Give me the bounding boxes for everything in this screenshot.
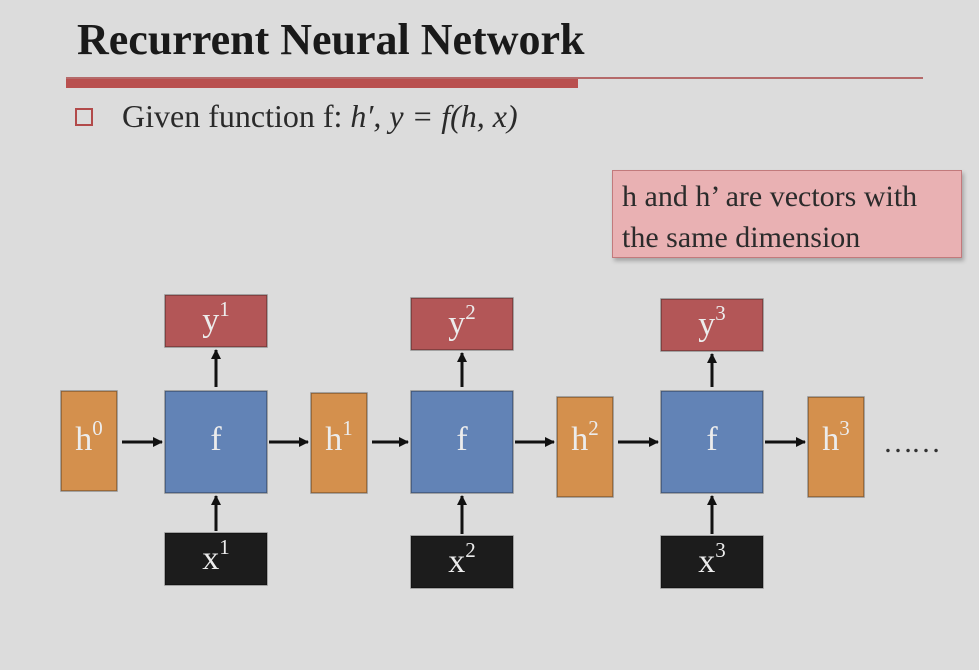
function-box-3 bbox=[660, 390, 764, 494]
bullet-square-icon bbox=[75, 108, 93, 126]
input-box-1 bbox=[164, 532, 268, 586]
slide-title: Recurrent Neural Network bbox=[77, 15, 585, 64]
input-label-3: x3 bbox=[698, 538, 726, 580]
bullet-text: Given function f: h′, y = f(h, x) bbox=[122, 98, 518, 135]
note-line-1: h and h’ are vectors with bbox=[622, 180, 918, 213]
hidden-state-box-2 bbox=[556, 396, 614, 498]
input-box-2 bbox=[410, 535, 514, 589]
hidden-state-box-0 bbox=[60, 390, 118, 492]
bullet-formula: h′, y = f(h, x) bbox=[350, 98, 518, 134]
function-box-1 bbox=[164, 390, 268, 494]
title-underline-thick bbox=[66, 79, 578, 88]
continuation-ellipsis: …… bbox=[883, 426, 939, 459]
output-label-1: y1 bbox=[202, 297, 230, 339]
function-label-3: f bbox=[706, 421, 718, 458]
function-label-2: f bbox=[456, 421, 468, 458]
note-box: h and h’ are vectors with the same dimen… bbox=[612, 170, 962, 258]
output-box-3 bbox=[660, 298, 764, 352]
input-label-2: x2 bbox=[448, 538, 476, 580]
output-box-2 bbox=[410, 297, 514, 351]
input-label-1: x1 bbox=[202, 535, 230, 577]
hidden-state-label-1: h1 bbox=[325, 416, 353, 458]
function-box-2 bbox=[410, 390, 514, 494]
hidden-state-label-2: h2 bbox=[571, 416, 599, 458]
function-label-1: f bbox=[210, 421, 222, 458]
hidden-state-box-1 bbox=[310, 392, 368, 494]
output-label-3: y3 bbox=[698, 301, 726, 343]
bullet-prefix: Given function f: bbox=[122, 98, 351, 134]
output-label-2: y2 bbox=[448, 300, 476, 342]
hidden-state-label-3: h3 bbox=[822, 416, 850, 458]
output-box-1 bbox=[164, 294, 268, 348]
title-underline-thin bbox=[66, 77, 923, 79]
input-box-3 bbox=[660, 535, 764, 589]
hidden-state-label-0: h0 bbox=[75, 416, 103, 458]
note-line-2: the same dimension bbox=[622, 221, 861, 254]
hidden-state-box-3 bbox=[807, 396, 865, 498]
